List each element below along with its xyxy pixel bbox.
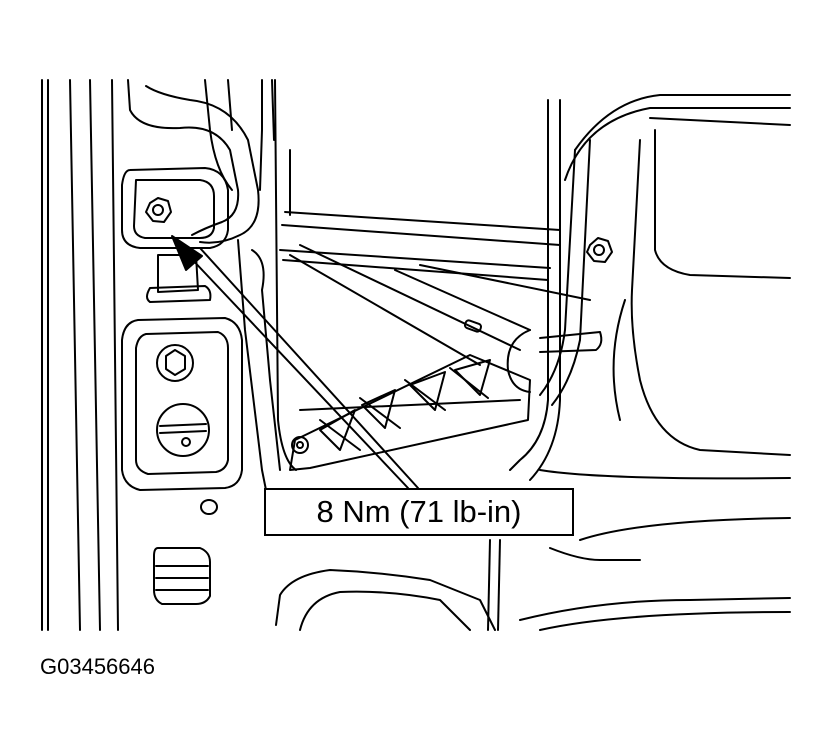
right-harness (540, 95, 790, 405)
cross-member (280, 212, 560, 280)
door-lower-panel (276, 518, 790, 630)
lock-plate (122, 318, 242, 490)
torque-label: 8 Nm (71 lb-in) (316, 494, 522, 529)
arrow-icon (172, 236, 202, 270)
bolt-icon (157, 345, 193, 381)
nut-icon (146, 198, 171, 222)
regulator-lattice (290, 355, 530, 470)
bracket-tab (147, 255, 210, 302)
torque-callout: 8 Nm (71 lb-in) (264, 488, 574, 536)
pulley (508, 330, 602, 392)
glass-run-channel (510, 100, 560, 480)
nut-icon (587, 238, 612, 262)
wiring-harness (128, 80, 274, 243)
regulator-arm (290, 245, 590, 365)
latch-block (154, 548, 210, 604)
figure-id: G03456646 (40, 654, 155, 679)
door-outer-panel (540, 118, 790, 478)
small-hole (201, 500, 217, 514)
callout-leader (188, 248, 418, 488)
door-frame-edge (42, 80, 118, 630)
mounting-bracket (122, 168, 228, 248)
slotted-screw (157, 404, 209, 456)
